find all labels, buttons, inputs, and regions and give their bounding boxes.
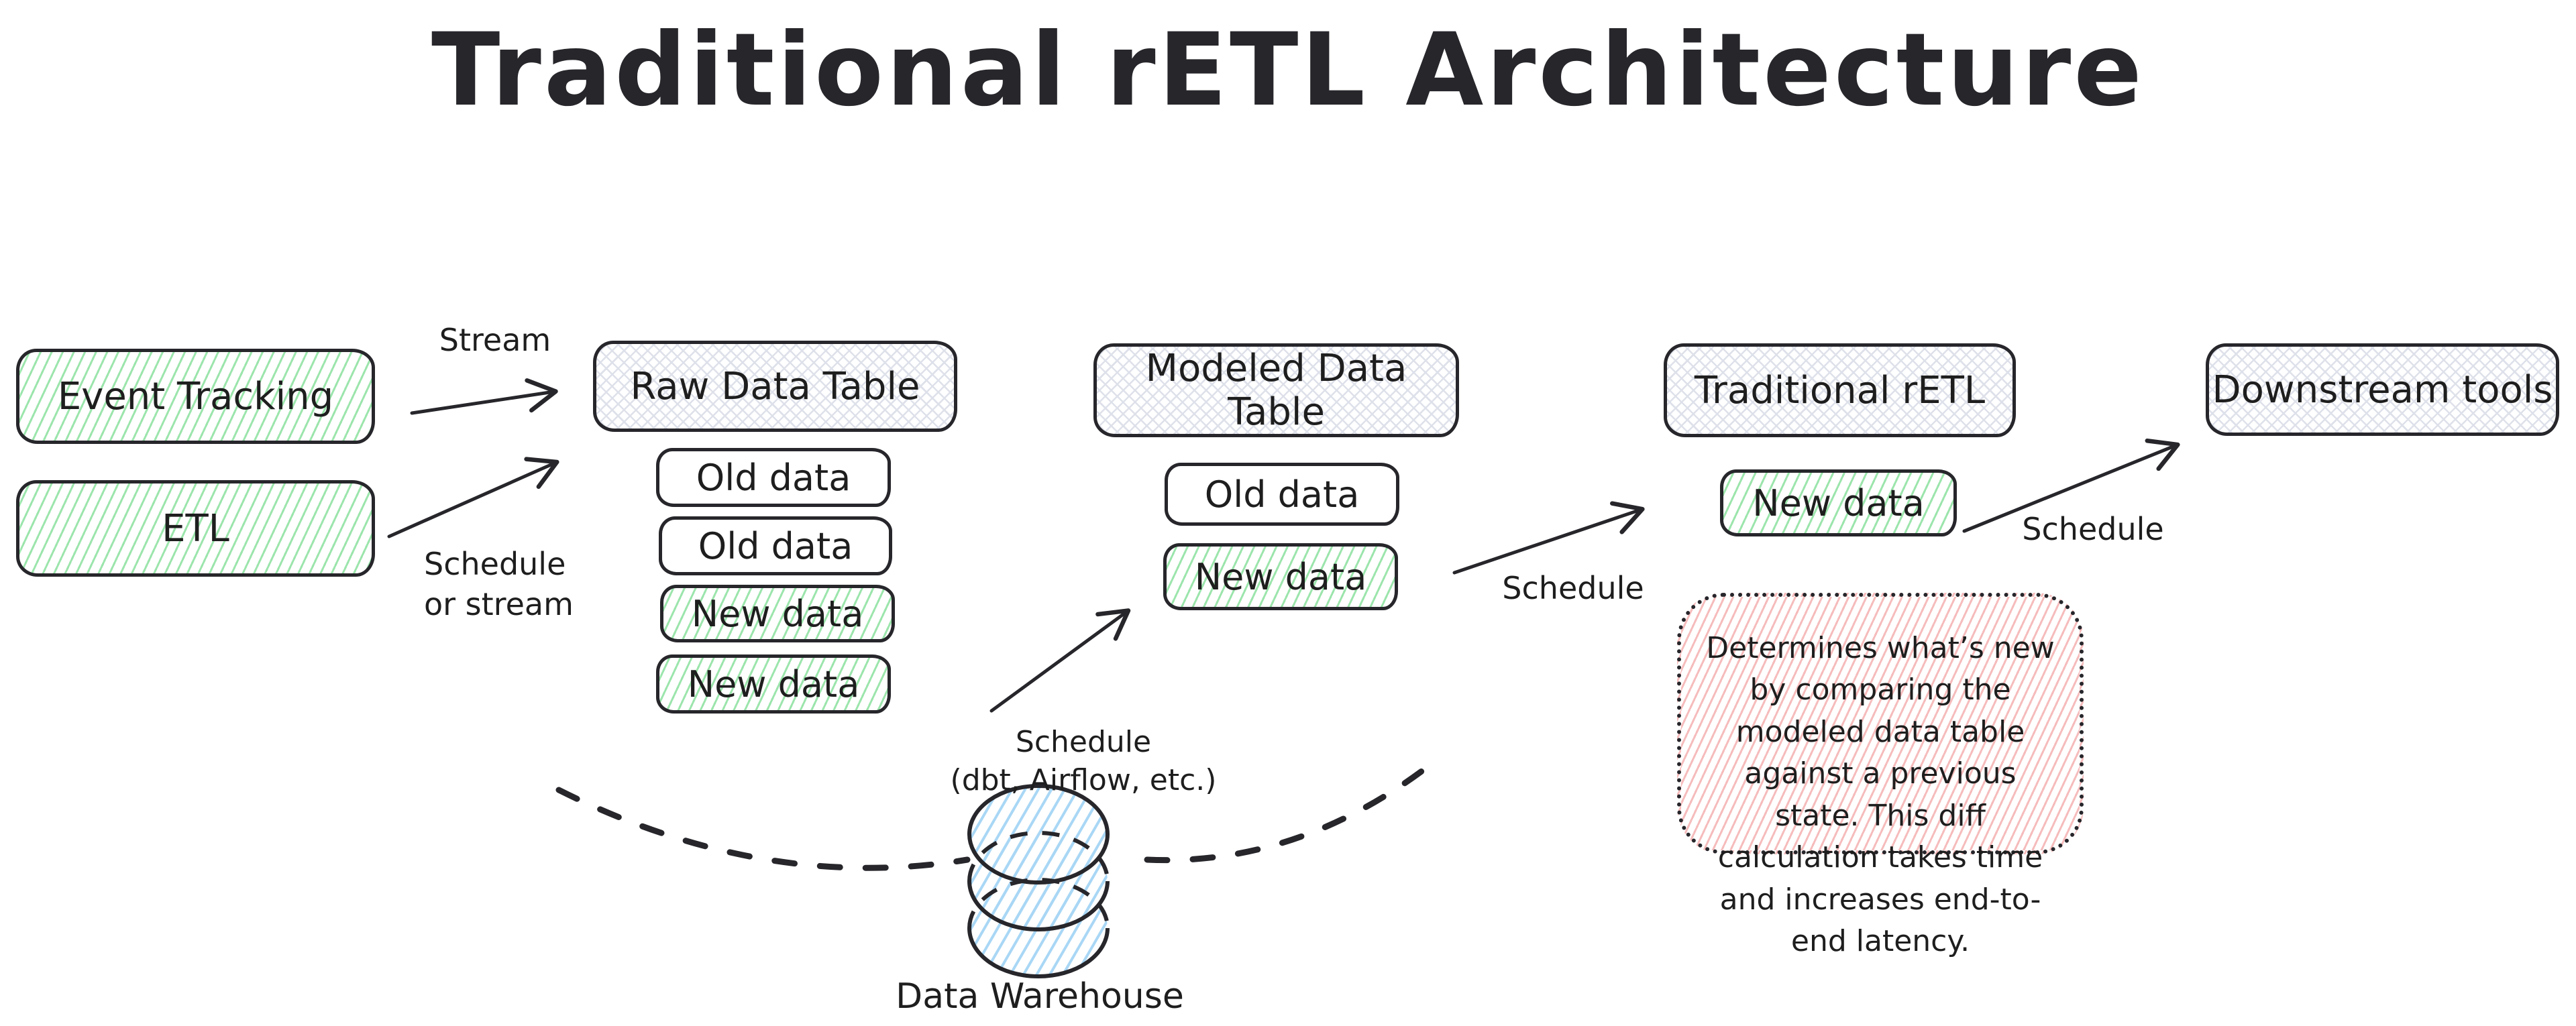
- row-label: New data: [1194, 555, 1367, 598]
- arrow-etl-to-raw-table: [387, 457, 559, 538]
- modeled-table-row-new: New data: [1163, 543, 1398, 610]
- downstream-tools-node: Downstream tools: [2206, 343, 2559, 436]
- data-warehouse-label: Data Warehouse: [896, 976, 1184, 1017]
- etl-label: ETL: [162, 506, 229, 551]
- etl-node: ETL: [16, 480, 375, 577]
- row-label: Old data: [696, 456, 851, 499]
- raw-table-row-new-2: New data: [656, 654, 891, 714]
- arrow-schedule-to-modeled-table: [989, 608, 1131, 713]
- event-tracking-label: Event Tracking: [57, 374, 334, 418]
- schedule-mid-edge-label: Schedule: [1502, 570, 1644, 606]
- row-label: New data: [687, 663, 860, 705]
- arrow-event-tracking-to-raw-table: [410, 378, 558, 415]
- traditional-retl-title: Traditional rETL: [1694, 368, 1986, 412]
- raw-table-row-new-1: New data: [660, 585, 895, 642]
- retl-note-text: Determines what’s new by comparing the m…: [1706, 631, 2055, 959]
- row-label: New data: [691, 592, 864, 635]
- raw-table-row-old-1: Old data: [656, 448, 891, 507]
- row-label: Old data: [1204, 473, 1360, 516]
- traditional-retl-row-new: New data: [1720, 469, 1957, 536]
- arrow-modeled-table-to-retl: [1452, 501, 1645, 575]
- modeled-data-table-header: Modeled Data Table: [1093, 343, 1459, 437]
- row-label: New data: [1752, 481, 1925, 524]
- database-icon: [967, 784, 1110, 978]
- downstream-tools-label: Downstream tools: [2212, 367, 2553, 412]
- modeled-table-row-old: Old data: [1165, 463, 1399, 526]
- dbt-schedule-edge-label: Schedule (dbt, Airflow, etc.): [950, 725, 1217, 798]
- schedule-or-stream-edge-label: Schedule or stream: [424, 546, 574, 622]
- schedule-right-edge-label: Schedule: [2022, 511, 2164, 547]
- raw-data-table-title: Raw Data Table: [630, 364, 920, 408]
- retl-note-box: Determines what’s new by comparing the m…: [1677, 593, 2084, 958]
- stream-edge-label: Stream: [439, 322, 551, 358]
- traditional-retl-header: Traditional rETL: [1664, 343, 2016, 437]
- raw-table-row-old-2: Old data: [659, 516, 892, 575]
- event-tracking-node: Event Tracking: [16, 349, 375, 444]
- row-label: Old data: [698, 524, 853, 567]
- modeled-data-table-title: Modeled Data Table: [1145, 347, 1407, 434]
- dashed-arc-left: [555, 787, 971, 871]
- raw-data-table-header: Raw Data Table: [593, 341, 957, 432]
- page-title: Traditional rETL Architecture: [431, 12, 2145, 129]
